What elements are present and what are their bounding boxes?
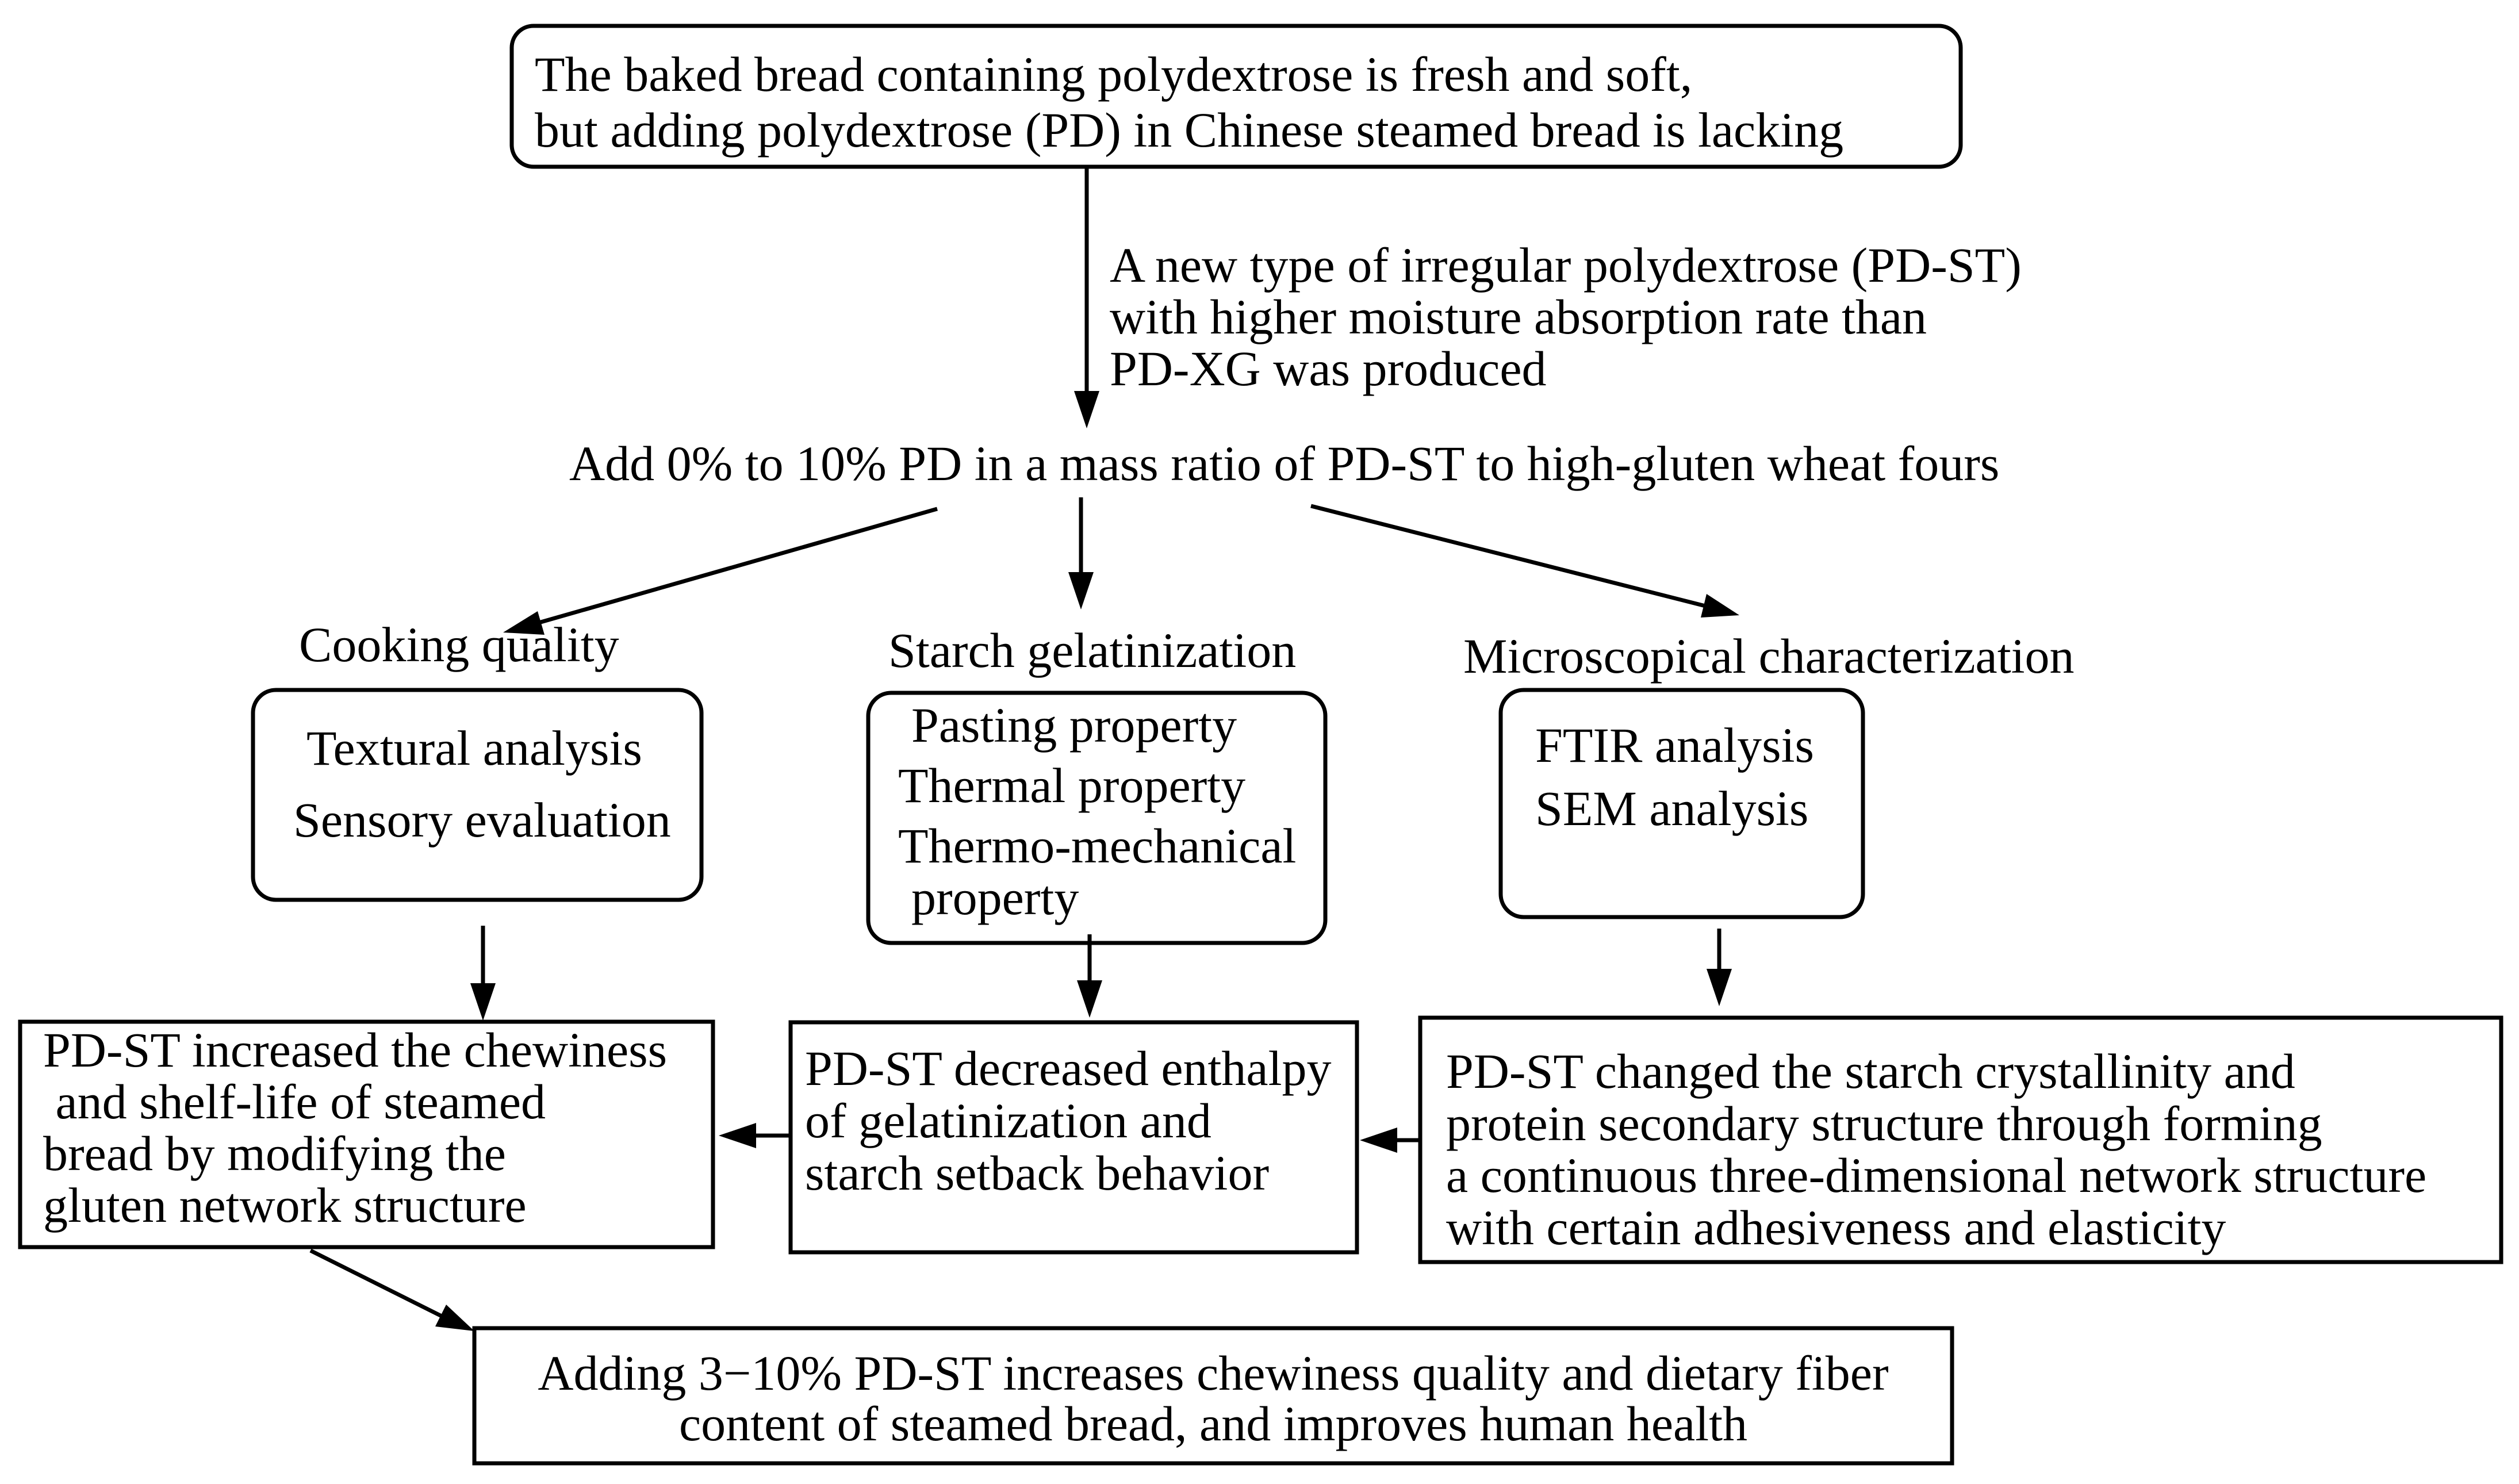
result-micro-line-2: protein secondary structure through form… <box>1446 1096 2322 1151</box>
result-micro-line-3: a continuous three-dimensional network s… <box>1446 1148 2426 1203</box>
top-box-line-1: The baked bread containing polydextrose … <box>535 47 1692 102</box>
branch-box-starch <box>866 691 1328 945</box>
result-starch-line-1: PD-ST decreased enthalpy <box>805 1041 1331 1096</box>
arrow-method-to-starch <box>1068 497 1094 609</box>
branch-micro-item-1: FTIR analysis <box>1535 718 1814 773</box>
result-box-micro <box>1418 1015 2503 1264</box>
top-box <box>509 24 1963 169</box>
result-box-starch <box>788 1020 1359 1255</box>
method-text: Add 0% to 10% PD in a mass ratio of PD-S… <box>569 436 1999 491</box>
arrow-cooking-to-result <box>470 926 496 1021</box>
conclusion-box <box>472 1326 1954 1466</box>
result-cooking-line-3: bread by modifying the <box>43 1126 506 1181</box>
arrow-top-to-method <box>1074 167 1099 428</box>
top-box-line-2: but adding polydextrose (PD) in Chinese … <box>535 102 1843 158</box>
arrow-method-to-cooking <box>503 507 938 635</box>
result-micro-line-1: PD-ST changed the starch crystallinity a… <box>1446 1044 2295 1099</box>
branch-box-micro <box>1498 688 1865 919</box>
arrow-micro-to-result <box>1707 929 1732 1006</box>
branch-title-cooking: Cooking quality <box>299 617 619 672</box>
arrow-note-line-2: with higher moisture absorption rate tha… <box>1110 289 1927 344</box>
conclusion-line-2: content of steamed bread, and improves h… <box>679 1396 1747 1451</box>
arrow-method-to-micro <box>1310 504 1739 618</box>
branch-starch-item-4: property <box>911 870 1079 925</box>
result-starch-line-2: of gelatinization and <box>805 1093 1211 1148</box>
result-starch-line-3: starch setback behavior <box>805 1145 1269 1201</box>
arrow-result-to-conclusion <box>309 1248 474 1331</box>
branch-title-micro: Microscopical characterization <box>1463 628 2075 684</box>
result-cooking-line-4: gluten network structure <box>43 1178 527 1233</box>
branch-title-starch: Starch gelatinization <box>888 623 1296 678</box>
result-micro-line-4: with certain adhesiveness and elasticity <box>1446 1200 2226 1255</box>
conclusion-line-1: Adding 3−10% PD-ST increases chewiness q… <box>538 1345 1888 1401</box>
arrow-starch-to-cooking-result <box>719 1123 791 1148</box>
branch-micro-item-2: SEM analysis <box>1535 781 1808 836</box>
branch-starch-item-2: Thermal property <box>898 758 1245 813</box>
arrow-note-line-1: A new type of irregular polydextrose (PD… <box>1110 237 2022 293</box>
branch-cooking-item-1: Textural analysis <box>306 720 642 776</box>
branch-cooking-item-2: Sensory evaluation <box>293 792 671 848</box>
result-box-cooking <box>18 1019 715 1249</box>
arrow-starch-to-result <box>1077 934 1102 1018</box>
branch-starch-item-1: Pasting property <box>911 697 1237 753</box>
branch-starch-item-3: Thermo-mechanical <box>898 818 1296 873</box>
result-cooking-line-1: PD-ST increased the chewiness <box>43 1022 667 1077</box>
arrow-note-line-3: PD-XG was produced <box>1110 341 1547 396</box>
result-cooking-line-2: and shelf-life of steamed <box>43 1074 546 1129</box>
branch-box-cooking <box>251 688 704 902</box>
arrow-micro-to-starch-result <box>1360 1128 1420 1153</box>
